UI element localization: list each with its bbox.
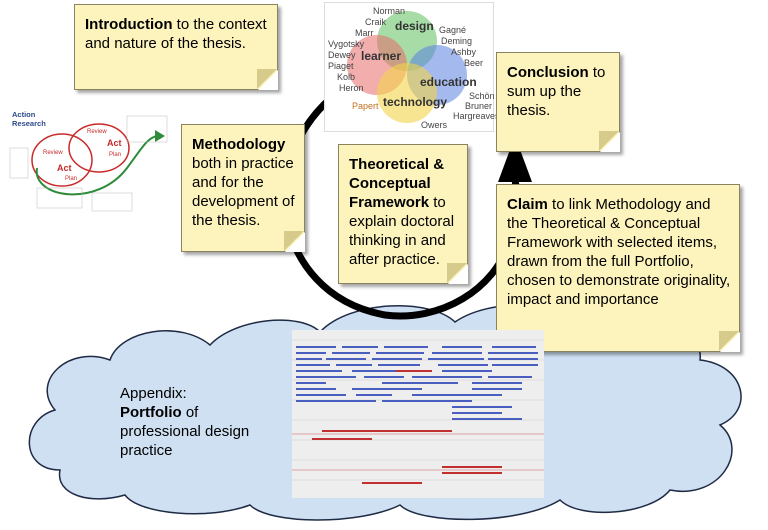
note-conclusion: Conclusion to sum up the thesis. [496,52,620,152]
portfolio-timeline-lines [292,339,544,484]
venn-person: Ashby [451,47,477,57]
note-conclusion-heading: Conclusion [507,64,589,81]
note-introduction-heading: Introduction [85,16,173,33]
venn-person: Papert [352,101,379,111]
venn-set-design: design [395,19,434,33]
venn-set-education: education [420,75,477,89]
venn-person: Bruner [465,101,493,111]
ar-label-review-2: Review [87,129,107,135]
note-methodology-text: both in practice and for the development… [192,155,295,229]
venn-diagram: design learner education technology Norm… [324,2,500,132]
venn-person: Marr [355,28,374,38]
venn-person: Dewey [328,50,356,60]
note-theoretical-text: to explain doctoral thinking in and afte… [349,194,455,268]
venn-person: Craik [365,17,387,27]
ar-label-review-1: Review [43,150,63,156]
ar-label-plan-1: Plan [65,176,78,182]
venn-person: Hargreaves [453,111,500,121]
venn-person: Gagné [439,25,467,35]
ar-label-plan-2: Plan [109,152,122,158]
note-introduction-text: to the context and nature of the thesis. [85,16,267,52]
venn-person: Schön [469,91,495,101]
venn-person: Vygotsky [328,39,365,49]
note-conclusion-text: to sum up the thesis. [507,64,606,119]
action-research-spiral [9,115,168,212]
venn-person: Piaget [328,61,354,71]
note-theoretical-heading: Theoretical & Conceptual Framework [349,156,445,211]
note-theoretical: Theoretical & Conceptual Framework to ex… [338,144,468,284]
appendix-portfolio-bold: Portfolio [120,404,182,421]
action-research-image: Action Research Review Act Plan Review A… [7,108,175,220]
venn-set-technology: technology [383,95,448,109]
venn-person: Heron [339,83,364,93]
action-research-title: Action Research [12,110,46,128]
note-claim-heading: Claim [507,196,548,213]
venn-set-learner: learner [361,49,402,63]
cycle-arrowhead [498,136,532,182]
note-introduction: Introduction to the context and nature o… [74,4,278,90]
portfolio-timeline-image [292,330,544,498]
venn-person: Kolb [337,72,356,82]
venn-person: Deming [441,36,473,46]
note-methodology: Methodology both in practice and for the… [181,124,305,252]
venn-circles [347,11,467,123]
note-methodology-heading: Methodology [192,136,286,153]
appendix-heading: Appendix: [120,385,187,402]
note-claim-text: to link Methodology and the Theoretical … [507,196,731,308]
ar-label-act-1: Act [57,163,72,173]
appendix-portfolio-text: of professional design practice [120,404,250,459]
venn-person: Norman [373,6,406,16]
appendix-label: Appendix: Portfolio of professional desi… [120,384,270,460]
venn-person: Beer [464,58,484,68]
venn-person: Owers [421,120,448,130]
ar-label-act-2: Act [107,138,122,148]
note-claim: Claim to link Methodology and the Theore… [496,184,740,352]
